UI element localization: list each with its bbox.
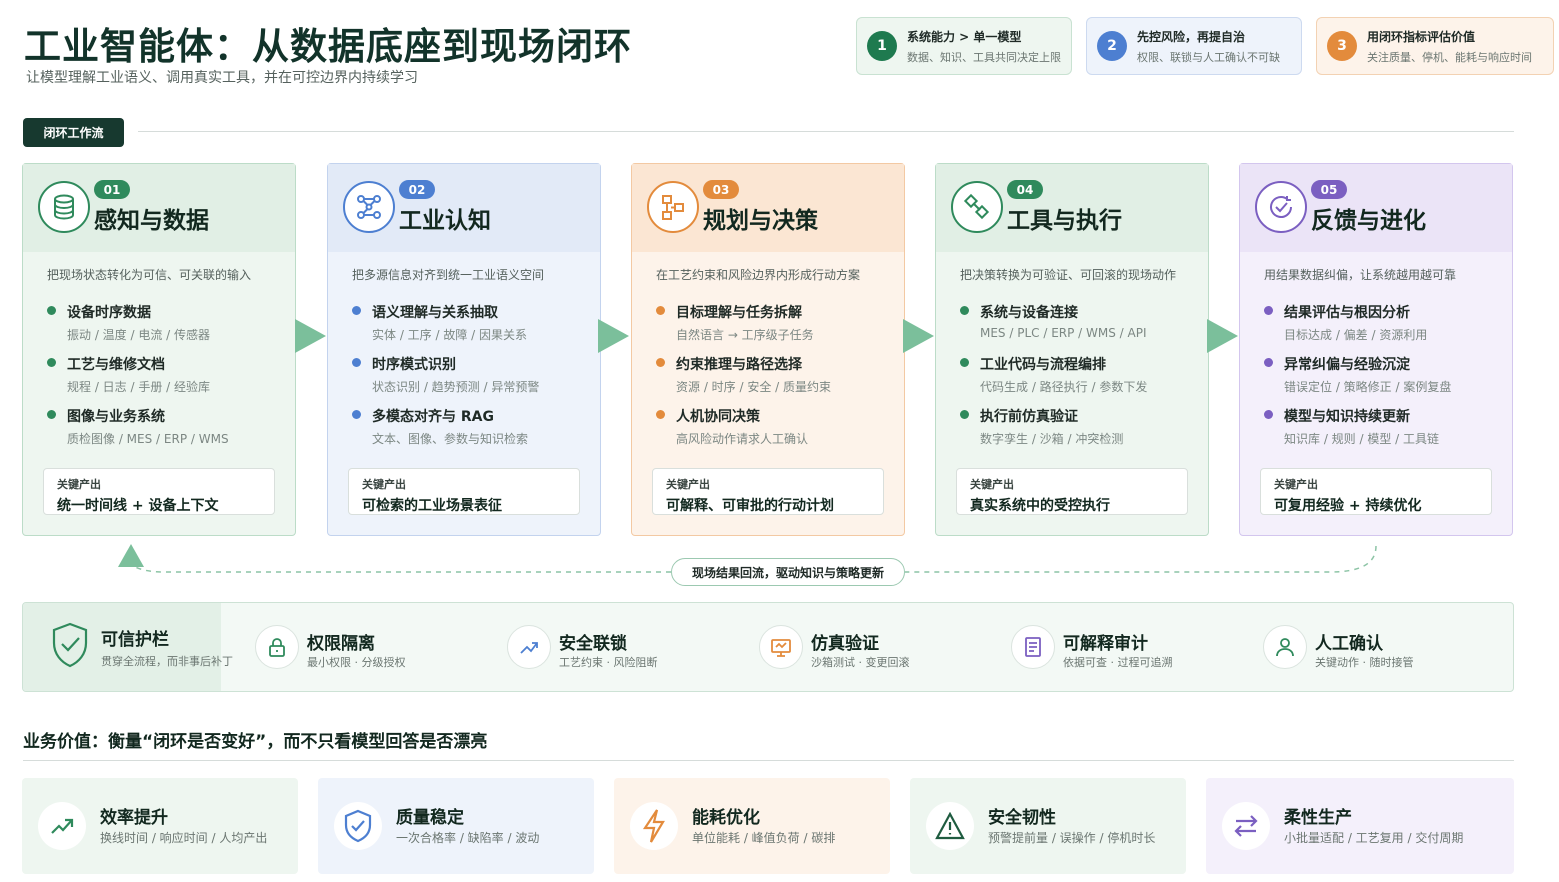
step-number: 01: [94, 180, 130, 199]
step-card-3: 03 规划与决策 在工艺约束和风险边界内形成行动方案 目标理解与任务拆解自然语言…: [631, 163, 905, 536]
step-item: 目标理解与任务拆解自然语言 → 工序级子任务: [656, 302, 831, 354]
step-output: 关键产出 统一时间线 + 设备上下文: [43, 468, 275, 515]
value-divider: [23, 760, 1514, 761]
step-description: 把现场状态转化为可信、可关联的输入: [47, 268, 252, 282]
flow-arrow: [1207, 319, 1238, 353]
trend-icon: [507, 625, 551, 669]
user-icon: [1263, 625, 1307, 669]
lock-icon: [255, 625, 299, 669]
step-description: 把决策转换为可验证、可回滚的现场动作: [960, 268, 1177, 282]
shield-check-icon: [51, 621, 89, 673]
step-number: 05: [1311, 180, 1347, 199]
step-card-1: 01 感知与数据 把现场状态转化为可信、可关联的输入 设备时序数据振动 / 温度…: [22, 163, 296, 536]
document-icon: [1011, 625, 1055, 669]
principles: 1 系统能力 > 单一模型 数据、知识、工具共同决定上限 2 先控风险，再提自治…: [856, 17, 1554, 75]
step-item: 语义理解与关系抽取实体 / 工序 / 故障 / 因果关系: [352, 302, 539, 354]
shield-check-icon: [334, 802, 382, 850]
value-card: 效率提升 换线时间 / 响应时间 / 人均产出: [22, 778, 298, 874]
step-item: 结果评估与根因分析目标达成 / 偏差 / 资源利用: [1264, 302, 1451, 354]
guardrails-panel: 可信护栏 贯穿全流程，而非事后补丁 权限隔离 最小权限 · 分级授权 安全联锁 …: [22, 602, 1514, 692]
principle-number: 1: [867, 31, 897, 61]
step-description: 把多源信息对齐到统一工业语义空间: [352, 268, 545, 282]
section-tag-workflow: 闭环工作流: [23, 118, 124, 147]
step-item: 时序模式识别状态识别 / 趋势预测 / 异常预警: [352, 354, 539, 406]
guardrails-main: 可信护栏 贯穿全流程，而非事后补丁: [23, 603, 233, 691]
step-card-2: 02 工业认知 把多源信息对齐到统一工业语义空间 语义理解与关系抽取实体 / 工…: [327, 163, 601, 536]
step-title: 感知与数据: [94, 208, 209, 234]
section-divider: [138, 131, 1514, 132]
principle-sub: 关注质量、停机、能耗与响应时间: [1367, 50, 1532, 64]
value-card: 质量稳定 一次合格率 / 缺陷率 / 波动: [318, 778, 594, 874]
flow-arrow: [295, 319, 326, 353]
step-title: 工业认知: [399, 208, 491, 234]
principle-sub: 权限、联锁与人工确认不可缺: [1137, 50, 1280, 64]
step-item: 模型与知识持续更新知识库 / 规则 / 模型 / 工具链: [1264, 406, 1451, 458]
step-item: 图像与业务系统质检图像 / MES / ERP / WMS: [47, 406, 229, 458]
tools-icon: [951, 181, 1003, 233]
step-output: 关键产出 可解释、可审批的行动计划: [652, 468, 884, 515]
step-title: 反馈与进化: [1311, 208, 1426, 234]
step-card-5: 05 反馈与进化 用结果数据纠偏，让系统越用越可靠 结果评估与根因分析目标达成 …: [1239, 163, 1513, 536]
step-item: 约束推理与路径选择资源 / 时序 / 安全 / 质量约束: [656, 354, 831, 406]
feedback-loop-arrow: [118, 544, 1377, 573]
principle-1: 1 系统能力 > 单一模型 数据、知识、工具共同决定上限: [856, 17, 1072, 75]
value-card: 能耗优化 单位能耗 / 峰值负荷 / 碳排: [614, 778, 890, 874]
feedback-loop-label: 现场结果回流，驱动知识与策略更新: [671, 558, 905, 586]
lightning-icon: [630, 802, 678, 850]
database-icon: [38, 181, 90, 233]
step-output: 关键产出 可复用经验 + 持续优化: [1260, 468, 1492, 515]
step-number: 04: [1007, 180, 1043, 199]
step-item: 设备时序数据振动 / 温度 / 电流 / 传感器: [47, 302, 229, 354]
principle-title: 先控风险，再提自治: [1137, 29, 1246, 44]
trend-up-icon: [38, 802, 86, 850]
principle-sub: 数据、知识、工具共同决定上限: [907, 50, 1061, 64]
step-title: 工具与执行: [1007, 208, 1122, 234]
principle-2: 2 先控风险，再提自治 权限、联锁与人工确认不可缺: [1086, 17, 1302, 75]
step-item: 异常纠偏与经验沉淀错误定位 / 策略修正 / 案例复盘: [1264, 354, 1451, 406]
flow-arrow: [598, 319, 629, 353]
monitor-icon: [759, 625, 803, 669]
refresh-check-icon: [1255, 181, 1307, 233]
flowchart-icon: [647, 181, 699, 233]
network-icon: [343, 181, 395, 233]
step-output: 关键产出 真实系统中的受控执行: [956, 468, 1188, 515]
step-item: 工业代码与流程编排代码生成 / 路径执行 / 参数下发: [960, 354, 1147, 406]
swap-icon: [1222, 802, 1270, 850]
value-card: 柔性生产 小批量适配 / 工艺复用 / 交付周期: [1206, 778, 1514, 874]
step-output: 关键产出 可检索的工业场景表征: [348, 468, 580, 515]
step-item: 工艺与维修文档规程 / 日志 / 手册 / 经验库: [47, 354, 229, 406]
value-card: 安全韧性 预警提前量 / 误操作 / 停机时长: [910, 778, 1186, 874]
step-item: 人机协同决策高风险动作请求人工确认: [656, 406, 831, 458]
principle-title: 系统能力 > 单一模型: [907, 29, 1022, 44]
step-description: 用结果数据纠偏，让系统越用越可靠: [1264, 268, 1457, 282]
principle-3: 3 用闭环指标评估价值 关注质量、停机、能耗与响应时间: [1316, 17, 1554, 75]
principle-title: 用闭环指标评估价值: [1367, 29, 1476, 44]
flow-arrow: [903, 319, 934, 353]
step-number: 02: [399, 180, 435, 199]
principle-number: 2: [1097, 31, 1127, 61]
page-subtitle: 让模型理解工业语义、调用真实工具，并在可控边界内持续学习: [26, 70, 418, 86]
step-item: 执行前仿真验证数字孪生 / 沙箱 / 冲突检测: [960, 406, 1147, 458]
principle-number: 3: [1327, 31, 1357, 61]
page-title: 工业智能体：从数据底座到现场闭环: [24, 25, 632, 68]
step-number: 03: [703, 180, 739, 199]
step-description: 在工艺约束和风险边界内形成行动方案: [656, 268, 861, 282]
warning-icon: [926, 802, 974, 850]
step-title: 规划与决策: [703, 208, 818, 234]
value-heading: 业务价值：衡量“闭环是否变好”，而不只看模型回答是否漂亮: [23, 732, 488, 752]
